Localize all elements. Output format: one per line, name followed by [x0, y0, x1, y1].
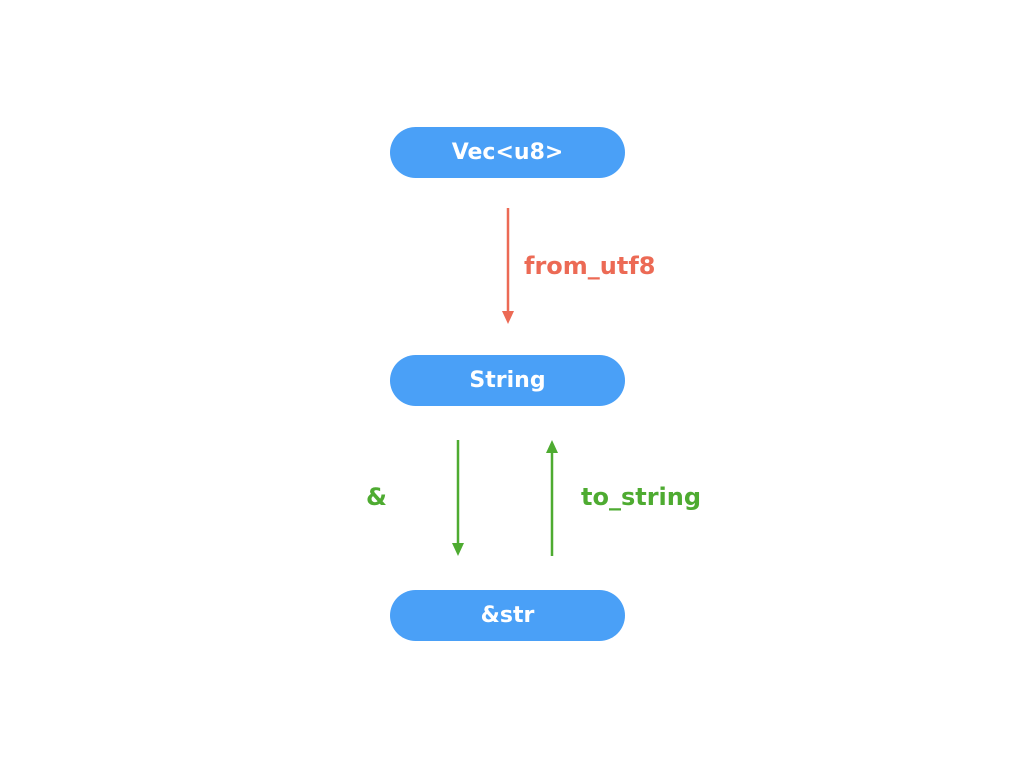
- arrow-borrow: [452, 440, 464, 556]
- node-vec-u8: Vec<u8>: [390, 127, 625, 178]
- node-string: String: [390, 355, 625, 406]
- arrow-from-utf8: [502, 208, 514, 324]
- node-str-ref-label: &str: [480, 603, 535, 628]
- edge-label-borrow: &: [366, 483, 387, 511]
- node-vec-u8-label: Vec<u8>: [451, 140, 564, 165]
- edge-label-from-utf8: from_utf8: [524, 252, 656, 280]
- edge-label-to-string: to_string: [581, 483, 702, 511]
- node-str-ref: &str: [390, 590, 625, 641]
- arrow-to-string: [546, 440, 558, 556]
- node-string-label: String: [469, 368, 546, 393]
